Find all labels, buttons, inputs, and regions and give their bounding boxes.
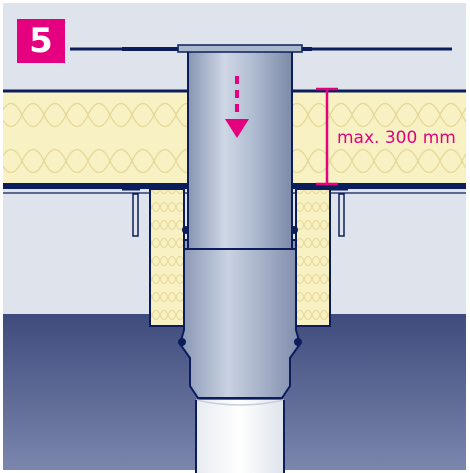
outlet-pipe-rim <box>195 399 285 406</box>
step-number-badge: 5 <box>17 19 65 63</box>
drain-body <box>178 239 302 399</box>
left-bracket <box>122 187 140 237</box>
dimension-marker <box>316 87 338 186</box>
flow-direction-arrow <box>225 76 249 138</box>
right-bracket <box>330 187 348 237</box>
outlet-pipe <box>196 400 284 473</box>
dimension-label: max. 300 mm <box>337 128 456 148</box>
extension-pipe <box>187 50 293 250</box>
left-sleeve-insulation <box>149 188 185 327</box>
extension-pipe-collar <box>177 44 303 53</box>
seal-ring-lower-right <box>294 338 302 346</box>
seal-ring-lower-left <box>178 338 186 346</box>
right-sleeve-insulation <box>295 188 331 327</box>
